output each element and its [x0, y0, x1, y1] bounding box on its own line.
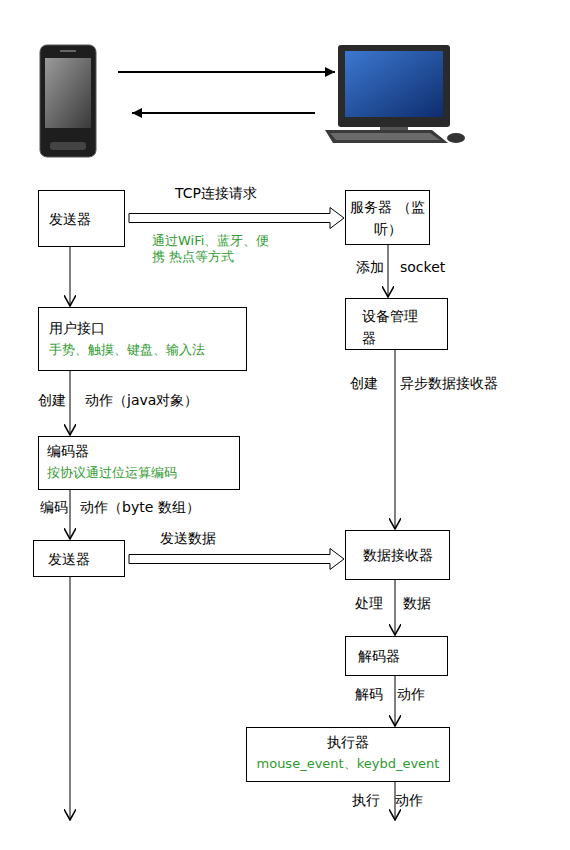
note-text: 通过WiFi、蓝牙、便携 热点等方式	[152, 233, 280, 265]
process-box: 执行器mouse_event、keybd_event	[246, 727, 450, 782]
flow-arrow	[70, 247, 71, 306]
flow-label: 数据	[403, 595, 431, 611]
edge-label: 处理	[355, 595, 383, 611]
edge-label: 添加	[356, 259, 384, 275]
flow-label: socket	[400, 259, 445, 275]
box-title: 设备管理器	[362, 305, 431, 349]
edge-label: 创建	[350, 375, 378, 391]
process-box: 数据接收器	[345, 530, 450, 580]
flow-arrow	[70, 371, 71, 435]
flow-arrow	[70, 577, 71, 820]
box-detail: 手势、触摸、键盘、输入法	[49, 339, 205, 361]
box-title: 发送器	[49, 208, 91, 230]
hollow-arrow	[129, 549, 344, 570]
flow-arrow	[395, 580, 396, 635]
flow-label: 异步数据接收器	[400, 375, 498, 391]
link-arrow	[132, 112, 315, 114]
process-box: 用户接口手势、触摸、键盘、输入法	[38, 307, 247, 371]
hollow-arrow	[129, 208, 344, 229]
box-detail: 按协议通过位运算编码	[47, 462, 177, 484]
link-arrow	[118, 71, 335, 73]
box-title: 服务器 （监听）	[350, 196, 425, 240]
flow-label: 动作（java对象）	[85, 392, 198, 408]
flow-label: 动作	[395, 792, 423, 808]
process-box: 发送器	[33, 540, 125, 577]
box-title: 编码器	[47, 440, 89, 462]
computer-illustration	[325, 45, 465, 143]
flow-arrow	[395, 350, 396, 529]
flow-label: 动作	[397, 686, 425, 702]
box-title: 解码器	[358, 645, 400, 667]
box-title: 用户接口	[49, 317, 105, 339]
box-detail: mouse_event、keybd_event	[257, 753, 440, 775]
box-title: 数据接收器	[363, 544, 433, 566]
flow-label: 动作（byte 数组）	[80, 499, 200, 515]
edge-label: 解码	[355, 686, 383, 702]
flow-arrow	[395, 676, 396, 726]
edge-label: 发送数据	[160, 530, 216, 546]
box-title: 执行器	[327, 731, 369, 753]
process-box: 解码器	[345, 636, 448, 676]
edge-label: 编码	[40, 499, 68, 515]
flow-label: 执行	[352, 792, 380, 808]
flow-arrow	[388, 245, 389, 297]
process-box: 编码器按协议通过位运算编码	[38, 436, 240, 490]
box-title: 发送器	[48, 548, 90, 570]
process-box: 发送器	[38, 190, 125, 247]
edge-label: TCP连接请求	[175, 185, 257, 201]
edge-label: 创建	[38, 392, 66, 408]
phone-illustration	[40, 45, 96, 157]
flow-arrow	[70, 490, 71, 539]
process-box: 设备管理器	[345, 298, 448, 350]
process-box: 服务器 （监听）	[345, 190, 430, 245]
